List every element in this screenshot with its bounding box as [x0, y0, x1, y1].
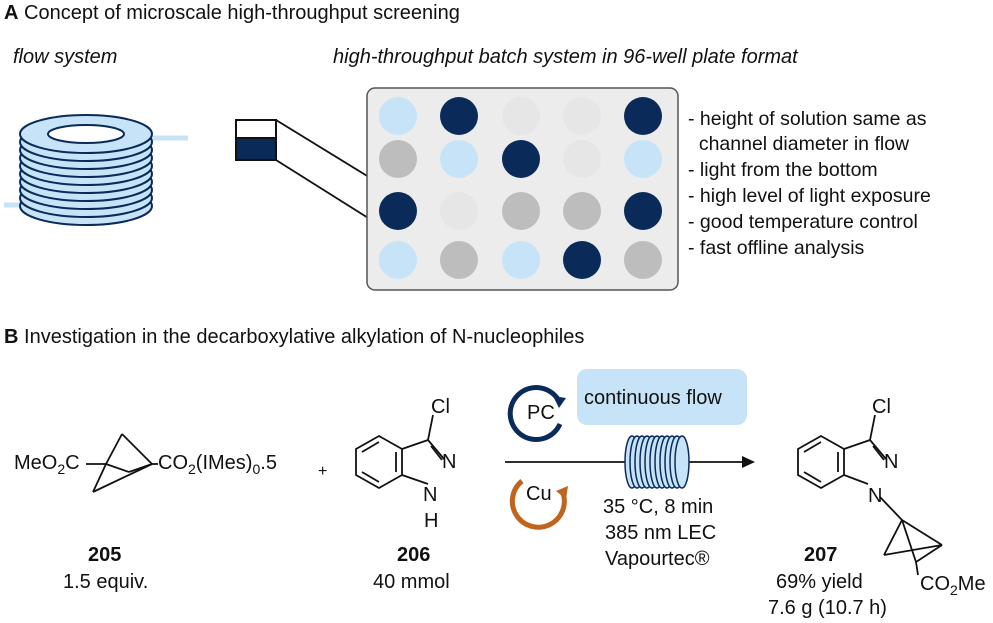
cu-catalyst-icon: [509, 479, 568, 530]
well-grey: [624, 241, 662, 279]
well-plate: [366, 87, 679, 291]
well-light: [502, 241, 540, 279]
compound-207-mass: 7.6 g (10.7 h): [768, 597, 887, 619]
well-grey: [563, 192, 601, 230]
well-pale: [502, 97, 540, 135]
well-grid: [379, 97, 662, 279]
well-dark: [624, 192, 662, 230]
well-dark: [440, 97, 478, 135]
r206-nh: N: [423, 484, 438, 506]
p207-ester-co: CO: [920, 573, 950, 595]
flow-coil-large: [4, 114, 188, 226]
reagent-205-left-group: MeO2C: [14, 453, 80, 476]
note-1: - height of solution same as: [688, 108, 927, 130]
section-b-heading: B Investigation in the decarboxylative a…: [4, 327, 584, 347]
note-2: channel diameter in flow: [688, 133, 910, 155]
well-pale: [563, 140, 601, 178]
pc-catalyst-icon: [507, 385, 566, 443]
note-5: - good temperature control: [688, 211, 918, 233]
note-4: - high level of light exposure: [688, 185, 931, 207]
r206-n: N: [442, 451, 457, 473]
well-pale: [440, 192, 478, 230]
well-light: [379, 97, 417, 135]
compound-206-amount: 40 mmol: [373, 571, 450, 593]
reagent-205-right-group: CO2(IMes)0.5: [158, 453, 277, 476]
well-light: [440, 140, 478, 178]
section-b-title: Investigation in the decarboxylative alk…: [24, 326, 585, 348]
section-a-letter: A: [4, 2, 19, 24]
r206-h: H: [424, 510, 439, 532]
section-a-heading: A Concept of microscale high-throughput …: [4, 3, 460, 23]
well-dark: [563, 241, 601, 279]
r205-left-end: C: [65, 452, 80, 474]
well-light: [624, 140, 662, 178]
flow-coil-small: [624, 435, 690, 489]
compound-207-id: 207: [804, 544, 838, 566]
r205-left-sub: 2: [57, 461, 66, 477]
p207-ester: CO2Me: [920, 574, 986, 597]
continuous-flow-box: [577, 369, 747, 425]
well-pale: [563, 97, 601, 135]
r205-right: CO: [158, 452, 188, 474]
condition-light: 385 nm LEC: [605, 522, 717, 544]
plus-sign: +: [318, 463, 328, 480]
continuous-flow-label: continuous flow: [584, 387, 722, 409]
indazole-206: [355, 414, 445, 490]
flow-system-label: flow system: [13, 46, 118, 68]
p207-ester-me: Me: [957, 573, 986, 595]
section-a-title: Concept of microscale high-throughput sc…: [24, 2, 460, 24]
p207-ester-sub: 2: [950, 582, 958, 598]
compound-206-id: 206: [397, 544, 431, 566]
well-grey: [379, 140, 417, 178]
condition-reactor: Vapourtec®: [605, 548, 710, 570]
condition-temp-time: 35 °C, 8 min: [603, 496, 714, 518]
well-grey: [502, 192, 540, 230]
r206-cl: Cl: [431, 396, 450, 418]
well-dark: [502, 140, 540, 178]
p207-n2: N: [884, 451, 899, 473]
well-grey: [440, 241, 478, 279]
compound-205-amount: 1.5 equiv.: [63, 571, 149, 593]
compound-205-id: 205: [88, 544, 122, 566]
r205-right-sub2: 0: [252, 461, 261, 477]
pc-label: PC: [527, 402, 555, 424]
r205-left: MeO: [14, 452, 58, 474]
p207-n1: N: [868, 485, 883, 507]
p207-cl: Cl: [872, 396, 891, 418]
channel-cross-section-icon: [235, 119, 404, 229]
product-207-skeleton: [797, 414, 943, 576]
section-b-letter: B: [4, 326, 19, 348]
r205-right-end: .5: [260, 452, 277, 474]
r205-right-sub: 2: [188, 461, 196, 477]
r205-right-mid: (IMes): [195, 452, 253, 474]
well-light: [379, 241, 417, 279]
note-6: - fast offline analysis: [688, 237, 865, 259]
batch-system-label: high-throughput batch system in 96-well …: [333, 46, 798, 68]
note-3: - light from the bottom: [688, 159, 878, 181]
well-dark: [379, 192, 417, 230]
well-dark: [624, 97, 662, 135]
bcp-skeleton-205: [86, 433, 158, 493]
compound-207-yield: 69% yield: [776, 571, 863, 593]
cu-label: Cu: [526, 483, 552, 505]
